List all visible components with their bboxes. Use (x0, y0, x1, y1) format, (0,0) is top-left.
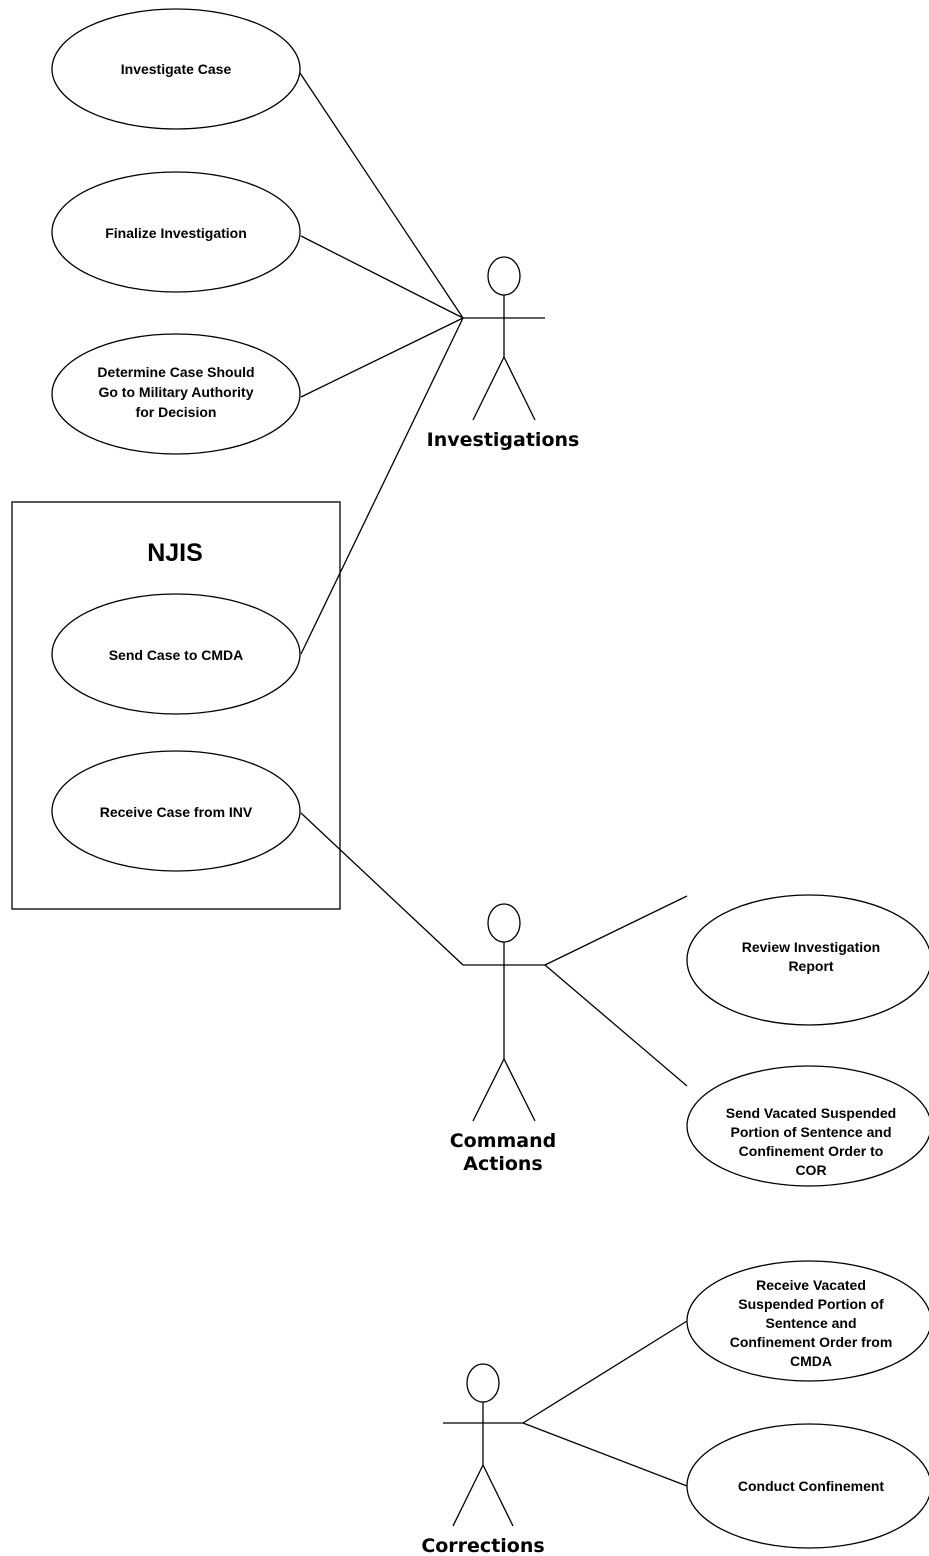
actor-label-line: Investigations (427, 429, 580, 451)
association-receive-vacated (522, 1320, 688, 1424)
use-case-label-line: for Decision (136, 404, 217, 420)
association-determine-case (300, 317, 464, 398)
use-case-label: Receive Case from INV (100, 804, 253, 820)
use-case-label-line: Review Investigation (742, 939, 880, 955)
use-case-receive-case-inv[interactable]: Receive Case from INV (51, 750, 301, 872)
actor-head-icon (466, 1363, 500, 1403)
use-case-label-line: Send Case to CMDA (109, 647, 244, 663)
actor-head-icon (487, 256, 521, 296)
association-send-case-cmda (300, 317, 464, 655)
use-case-label-line: Suspended Portion of (738, 1296, 884, 1312)
association-conduct-confinement (522, 1422, 688, 1487)
association-review-report (544, 895, 688, 966)
use-case-label-line: Receive Case from INV (100, 804, 253, 820)
actor-head-icon (487, 903, 521, 943)
association-receive-case-inv (300, 812, 464, 966)
associations (299, 72, 688, 1487)
use-case-conduct-confinement[interactable]: Conduct Confinement (686, 1423, 929, 1549)
actor-label: Investigations (427, 429, 580, 451)
use-case-label-line: Report (788, 958, 833, 974)
use-case-label-line: Investigate Case (121, 61, 232, 77)
use-case-label-line: COR (795, 1162, 826, 1178)
use-case-label-line: Send Vacated Suspended (726, 1105, 896, 1121)
use-case-label-line: Go to Military Authority (98, 384, 253, 400)
use-case-finalize-investigation[interactable]: Finalize Investigation (51, 171, 301, 293)
actor-label-line: Command (450, 1130, 557, 1152)
actor-investigations: Investigations (427, 256, 580, 451)
use-case-investigate-case[interactable]: Investigate Case (51, 8, 301, 130)
use-case-label-line: Finalize Investigation (105, 225, 247, 241)
actor-label-line: Actions (463, 1153, 542, 1175)
actor-label-line: Corrections (421, 1535, 544, 1556)
use-case-label: Send Case to CMDA (109, 647, 244, 663)
association-investigate-case (299, 72, 464, 319)
use-case-label-line: Receive Vacated (756, 1277, 866, 1293)
association-send-vacated (544, 964, 688, 1087)
actor-label: Corrections (421, 1535, 544, 1556)
use-case-send-case-cmda[interactable]: Send Case to CMDA (51, 593, 301, 715)
system-title: NJIS (147, 539, 203, 567)
use-case-label-line: Sentence and (765, 1315, 856, 1331)
use-case-determine-case[interactable]: Determine Case Should Go to Military Auth… (51, 333, 301, 455)
system-boundary (11, 501, 341, 910)
use-case-label-line: Conduct Confinement (738, 1478, 885, 1494)
use-case-label-line: Portion of Sentence and (730, 1124, 891, 1140)
use-case-label: Investigate Case (121, 61, 232, 77)
use-case-label-line: Determine Case Should (97, 364, 254, 380)
use-case-label-line: Confinement Order to (739, 1143, 884, 1159)
use-case-label: Conduct Confinement (738, 1478, 885, 1494)
use-case-label: Determine Case Should Go to Military Auth… (97, 364, 254, 420)
actor-corrections: Corrections (421, 1363, 545, 1556)
use-case-label-line: Confinement Order from (730, 1334, 893, 1350)
association-finalize-investigation (300, 235, 464, 319)
use-case-label-line: CMDA (790, 1353, 832, 1369)
use-case-label: Finalize Investigation (105, 225, 247, 241)
